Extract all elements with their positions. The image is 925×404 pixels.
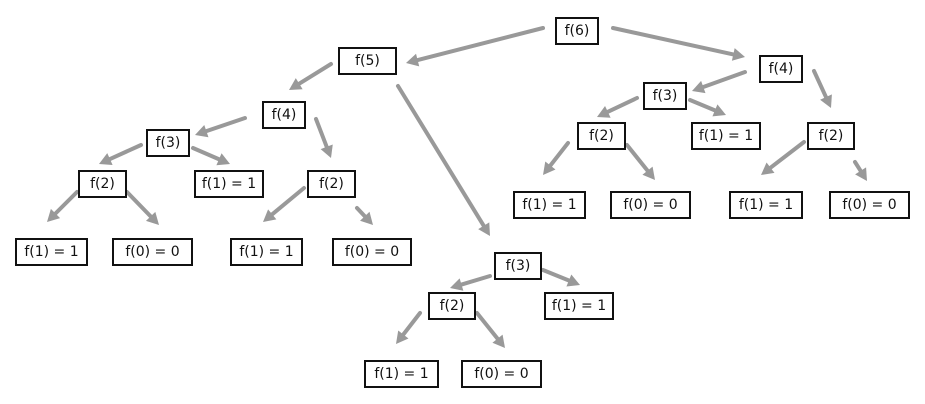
node-f3-left: f(3) [146,129,190,157]
call-arrow [125,190,159,225]
node-f1-eq-1: f(1) = 1 [513,191,586,219]
call-arrow [692,70,747,94]
call-arrow [396,84,490,236]
call-arrow [289,62,333,90]
call-arrow [263,186,306,222]
node-f5: f(5) [338,47,397,75]
node-f2: f(2) [78,170,127,198]
call-arrow [396,311,422,344]
call-arrow [314,117,333,158]
node-f6-root: f(6) [555,17,599,45]
node-f2: f(2) [428,292,476,320]
node-f2: f(2) [577,122,626,150]
call-arrow [597,96,639,118]
call-arrow [543,141,570,175]
call-arrow [191,146,230,166]
node-f4-right: f(4) [759,55,803,83]
node-f1-eq-1: f(1) = 1 [729,191,803,219]
node-f1-eq-1: f(1) = 1 [691,122,761,150]
call-arrow [99,143,143,165]
node-f0-eq-0: f(0) = 0 [112,238,193,266]
call-arrow [406,26,545,67]
call-arrow [761,140,806,175]
node-f1-eq-1: f(1) = 1 [230,238,303,266]
node-f0-eq-0: f(0) = 0 [332,238,412,266]
node-f2: f(2) [807,122,855,150]
node-f0-eq-0: f(0) = 0 [829,191,910,219]
call-arrow [195,116,247,138]
call-arrow [611,26,745,61]
call-arrow [541,268,580,287]
call-arrow [812,69,832,108]
call-arrow [475,311,505,348]
node-f4-left: f(4) [262,101,306,129]
node-f3-bottom: f(3) [494,252,542,280]
call-arrow [853,160,867,181]
node-f0-eq-0: f(0) = 0 [610,191,691,219]
node-f3-right: f(3) [643,82,687,110]
node-f1-eq-1: f(1) = 1 [544,292,614,320]
node-f2: f(2) [307,170,356,198]
call-arrow [355,206,373,225]
call-arrow [450,274,492,291]
node-f1-eq-1: f(1) = 1 [15,238,88,266]
call-arrow [688,98,726,117]
node-f1-eq-1: f(1) = 1 [194,170,264,198]
call-arrow [47,190,79,222]
call-arrow [625,143,655,180]
node-f1-eq-1: f(1) = 1 [364,360,439,388]
node-f0-eq-0: f(0) = 0 [461,360,542,388]
